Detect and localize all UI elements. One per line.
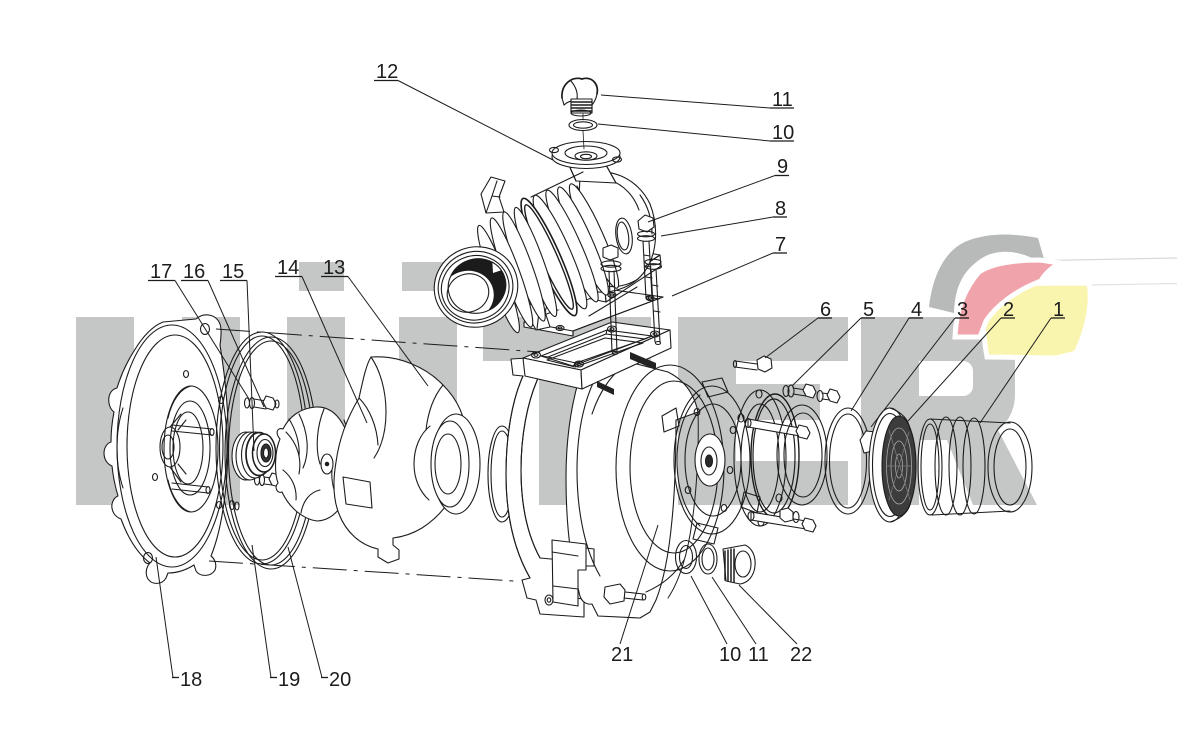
svg-text:19: 19 [278, 669, 300, 691]
svg-text:9: 9 [777, 156, 788, 178]
svg-text:11: 11 [748, 644, 769, 666]
svg-text:12: 12 [376, 61, 398, 83]
svg-text:17: 17 [150, 261, 172, 283]
svg-text:10: 10 [719, 644, 741, 666]
svg-text:22: 22 [790, 644, 812, 666]
svg-text:2: 2 [1003, 299, 1014, 321]
svg-text:14: 14 [277, 257, 299, 279]
svg-text:5: 5 [863, 299, 874, 321]
svg-text:15: 15 [222, 261, 244, 283]
svg-text:7: 7 [775, 234, 786, 256]
svg-text:8: 8 [775, 198, 786, 220]
svg-text:3: 3 [957, 299, 968, 321]
svg-text:11: 11 [772, 89, 793, 111]
svg-text:10: 10 [772, 122, 794, 144]
svg-text:21: 21 [611, 644, 633, 666]
svg-text:16: 16 [183, 261, 205, 283]
svg-text:1: 1 [1053, 299, 1064, 321]
svg-text:6: 6 [820, 299, 831, 321]
svg-text:18: 18 [180, 669, 202, 691]
svg-text:20: 20 [329, 669, 351, 691]
svg-text:4: 4 [911, 299, 922, 321]
svg-text:13: 13 [323, 257, 345, 279]
